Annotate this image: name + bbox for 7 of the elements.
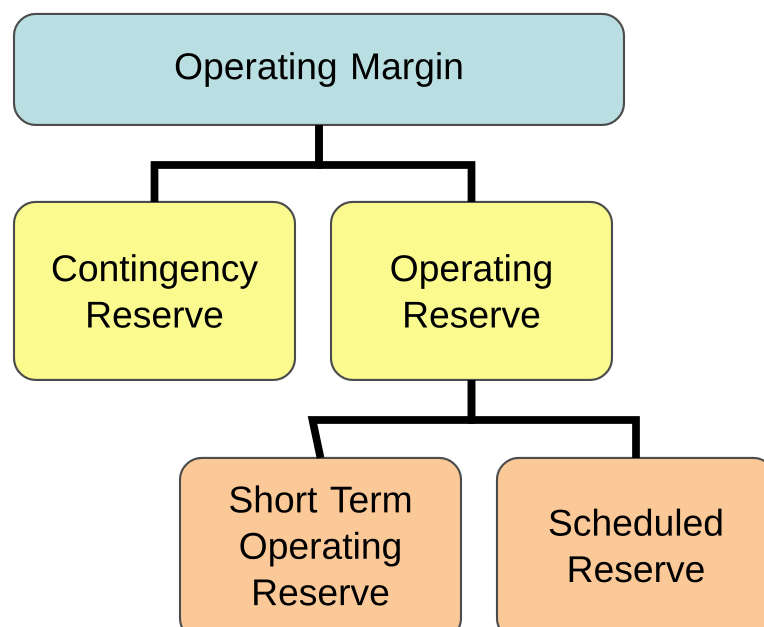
box: Operating Reserve [330,200,614,382]
box: Contingency Reserve [12,200,296,382]
box: Short Term Operating Reserve [178,456,462,627]
connector-line [315,125,476,202]
connector-line [468,380,640,458]
box: Scheduled Reserve [496,456,764,627]
box: Operating Margin [12,12,626,126]
